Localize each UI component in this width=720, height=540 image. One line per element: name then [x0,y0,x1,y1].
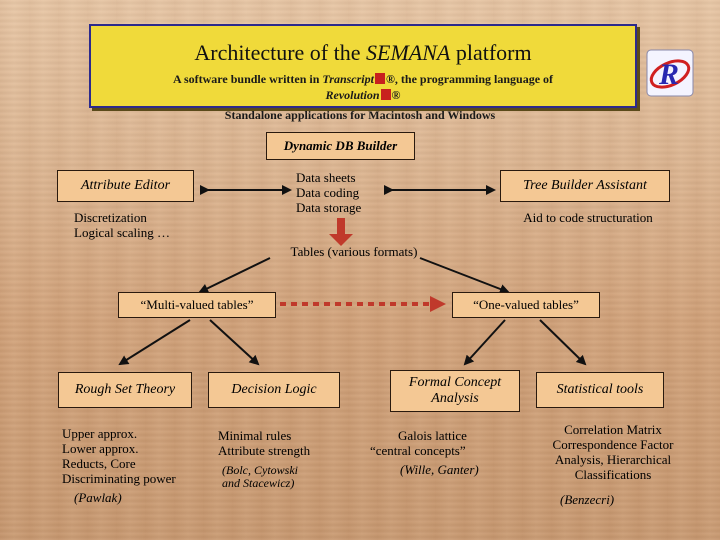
page-title: Architecture of the SEMANA platform [194,40,532,65]
stats-notes: Correlation Matrix Correspondence Factor… [552,422,674,482]
rough-set-credit: (Pawlak) [74,490,122,505]
arrow-one-fca [463,319,506,366]
dynamic-db-builder-box: Dynamic DB Builder [266,132,415,160]
arrow-tables-multi [198,257,271,294]
bullet-icon [380,89,391,100]
tree-builder-box: Tree Builder Assistant [500,170,670,202]
subtitle-line-3: Standalone applications for Macintosh an… [224,108,496,122]
fca-box: Formal Concept Analysis [390,370,520,412]
bullet-icon [374,73,385,84]
tree-builder-note: Aid to code structuration [523,210,653,225]
fca-notes: Galois lattice “central concepts” [370,428,467,458]
rough-set-box: Rough Set Theory [58,372,192,408]
title-panel: Architecture of the SEMANA platform A so… [89,24,637,108]
decision-logic-box: Decision Logic [208,372,340,408]
arrow-multi-one-head [430,296,446,312]
decision-logic-notes: Minimal rules Attribute strength [218,428,311,458]
arrow-multi-rough [118,319,191,366]
one-valued-box: “One-valued tables” [452,292,600,318]
subtitle-line-1: A software bundle written in Transcript®… [172,72,554,86]
svg-text:R: R [658,58,679,91]
stats-credit: (Benzecri) [560,492,615,507]
fca-credit: (Wille, Ganter) [400,462,479,477]
data-items: Data sheets Data coding Data storage [296,170,362,215]
arrow-one-stats [539,319,587,366]
multi-valued-box: “Multi-valued tables” [118,292,276,318]
revolution-r-logo-icon: R [646,49,694,97]
arrow-multi-logic [209,319,260,366]
arrow-tables-one [419,257,510,294]
rough-set-notes: Upper approx. Lower approx. Reducts, Cor… [62,426,176,486]
subtitle-line-2: Revolution® [325,88,401,102]
arrow-to-tables-head [329,234,353,246]
tables-label: Tables (various formats) [290,244,418,259]
attribute-editor-box: Attribute Editor [57,170,194,202]
decision-logic-credit: (Bolc, Cytowski and Stacewicz) [222,463,298,490]
attribute-editor-notes: Discretization Logical scaling … [74,210,171,240]
statistical-tools-box: Statistical tools [536,372,664,408]
